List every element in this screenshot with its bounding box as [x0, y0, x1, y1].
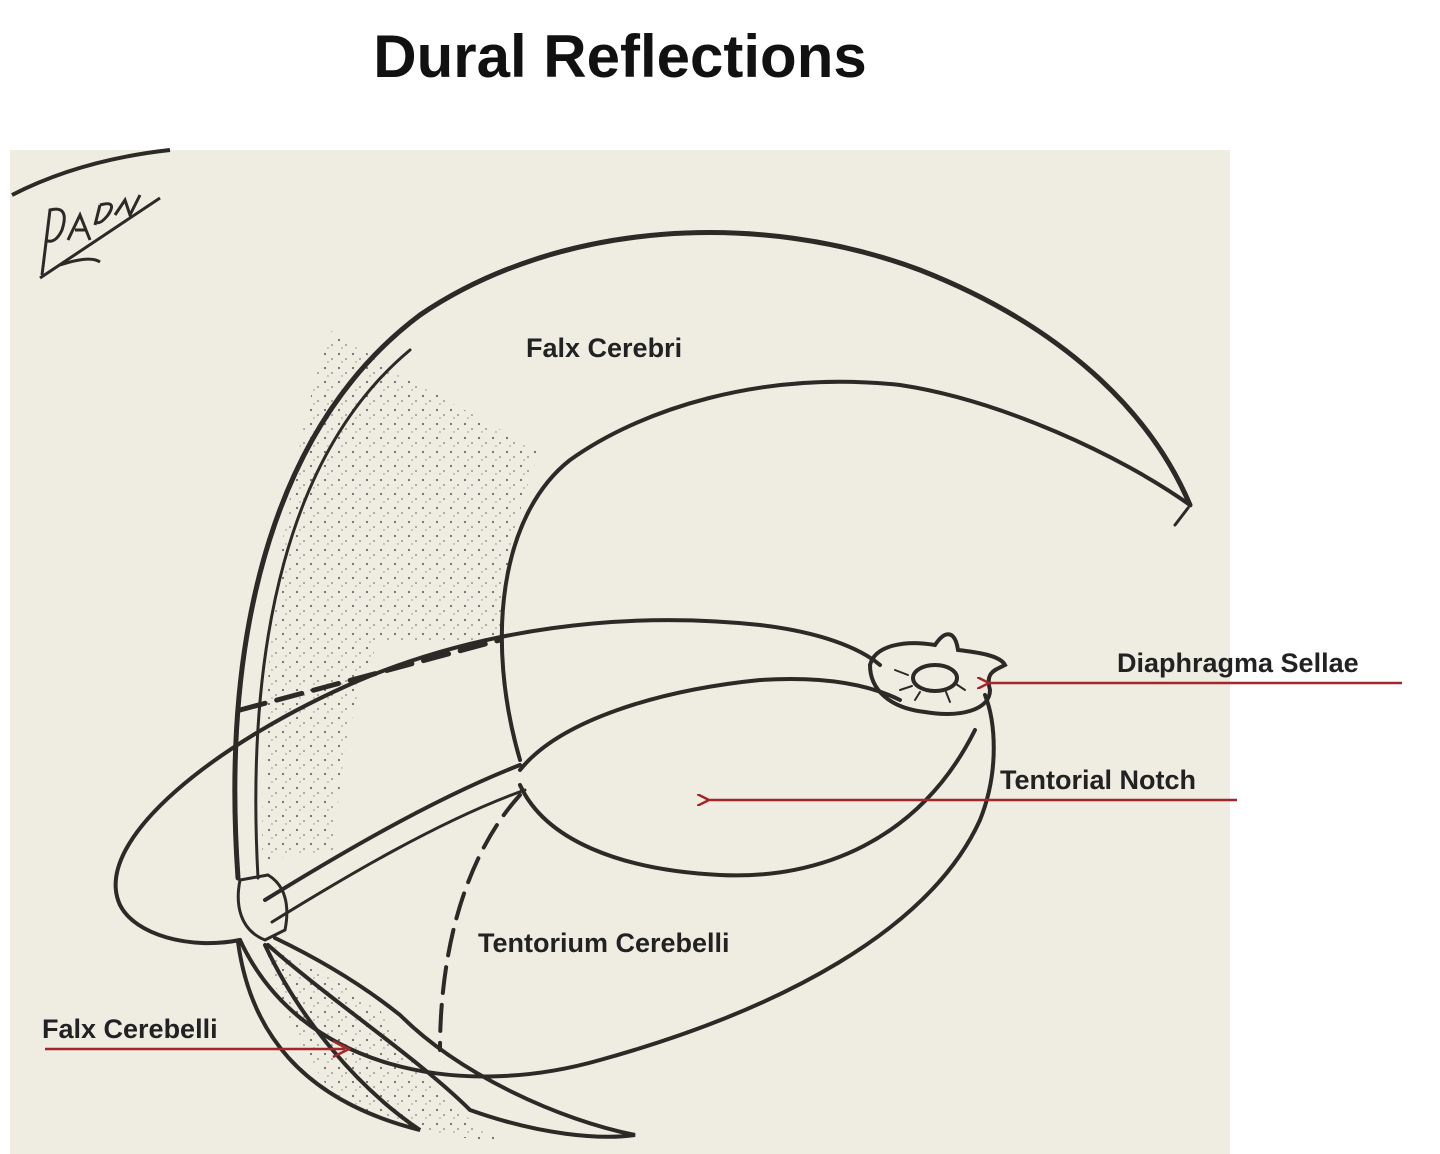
label-tentorial-notch: Tentorial Notch [1000, 765, 1197, 795]
label-falx-cerebri: Falx Cerebri [526, 333, 683, 363]
falx-cerebri-shading [262, 330, 540, 860]
label-falx-cerebelli: Falx Cerebelli [42, 1014, 218, 1044]
falx-cerebri-drawing [232, 230, 1193, 881]
tentorium-cerebelli-drawing [113, 618, 996, 1079]
label-diaphragma-sellae: Diaphragma Sellae [1117, 648, 1359, 678]
signature-stroke [11, 148, 171, 197]
artist-signature [39, 194, 161, 280]
diaphragma-sellae-drawing [867, 632, 1008, 716]
dural-reflections-diagram [10, 148, 1402, 1154]
paper-background [10, 150, 1230, 1154]
slide-title: Dural Reflections [373, 23, 867, 90]
label-arrows [45, 683, 1402, 1059]
label-tentorium-cerebelli: Tentorium Cerebelli [478, 928, 730, 958]
falx-cerebelli-arrowhead [332, 1039, 352, 1059]
falx-cerebelli-drawing [236, 936, 636, 1139]
